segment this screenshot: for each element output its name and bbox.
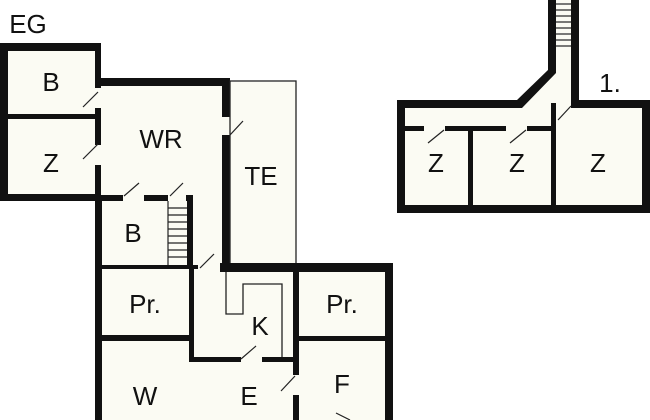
room-label-e: E — [240, 381, 257, 411]
room-label-te: TE — [244, 161, 277, 191]
first-floor-plan — [397, 0, 650, 213]
room-label-wr: WR — [139, 124, 182, 154]
stairs-first — [556, 3, 571, 47]
room-label-b: B — [42, 67, 59, 97]
room-label-pr-right: Pr. — [326, 289, 358, 319]
room-label-pr-left: Pr. — [129, 289, 161, 319]
room-label-w: W — [133, 381, 158, 411]
room-label-z3: Z — [590, 148, 606, 178]
room-label-z1: Z — [428, 148, 444, 178]
room-label-z2: Z — [509, 148, 525, 178]
stairs-ground — [167, 201, 187, 266]
floor-title-ground: EG — [9, 9, 47, 39]
room-label-k: K — [251, 311, 269, 341]
room-label-f: F — [334, 369, 350, 399]
ground-floor-plan — [0, 43, 393, 420]
room-label-b-mid: B — [124, 218, 141, 248]
floor-title-first: 1. — [599, 68, 621, 98]
room-label-z: Z — [43, 148, 59, 178]
